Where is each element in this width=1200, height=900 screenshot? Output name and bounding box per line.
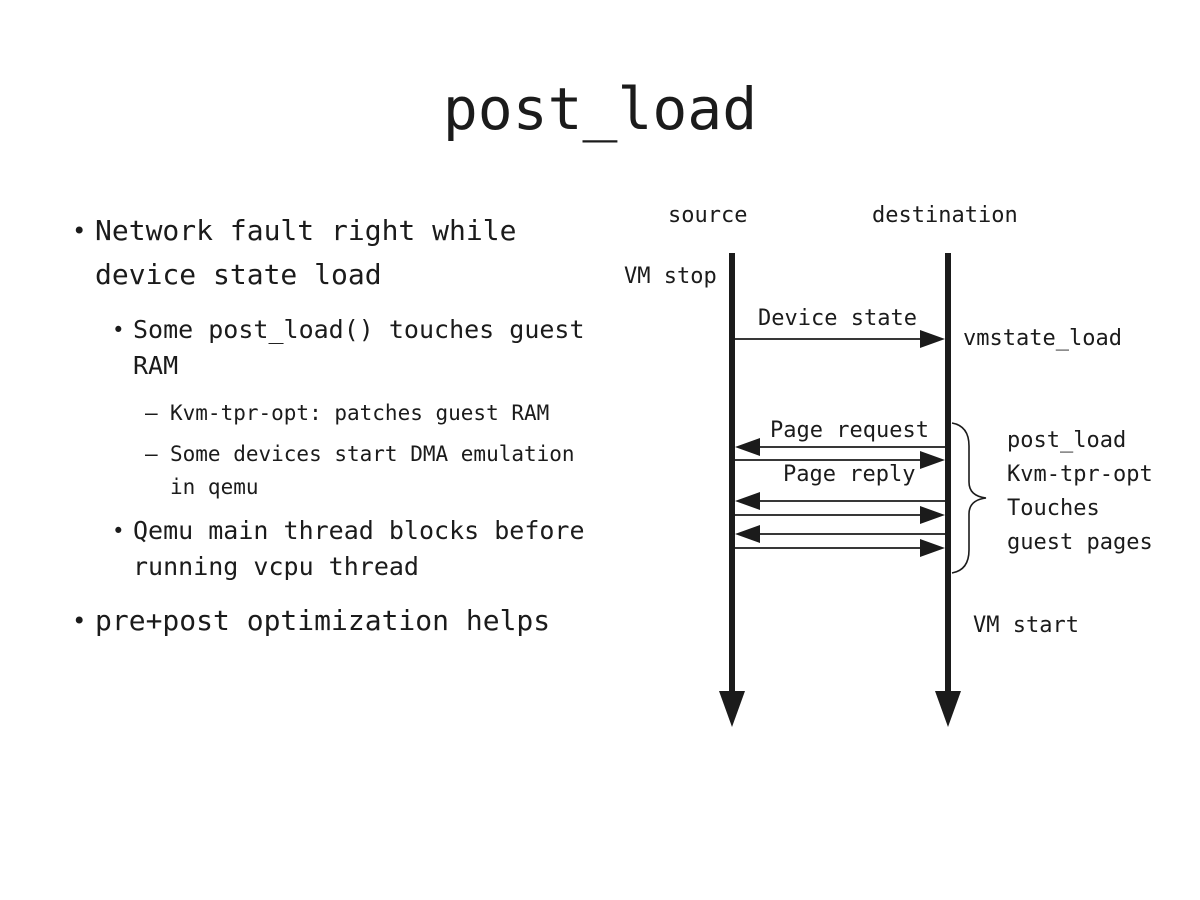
destination-label: destination bbox=[872, 203, 1018, 228]
vmstate-load-label: vmstate_load bbox=[963, 326, 1122, 351]
bullet-dash-icon: – bbox=[145, 442, 158, 466]
page-request-arrow-1 bbox=[735, 438, 945, 456]
destination-lifeline bbox=[935, 253, 961, 727]
brace-annotation-line: post_load bbox=[1007, 428, 1127, 453]
page-reply-arrow-1 bbox=[735, 451, 945, 469]
bullet-text: Some devices start DMA emulation in qemu bbox=[170, 442, 575, 499]
vm-stop-label: VM stop bbox=[624, 264, 717, 289]
page-request-arrow-2 bbox=[735, 492, 945, 510]
brace-annotation-line: guest pages bbox=[1007, 530, 1153, 555]
bullet-disc-icon: • bbox=[112, 519, 125, 543]
page-reply-label: Page reply bbox=[783, 462, 916, 487]
page-reply-arrow-2 bbox=[735, 506, 945, 524]
device-state-arrow bbox=[735, 330, 945, 348]
bullet-item: • Some post_load() touches guest RAM bbox=[60, 312, 600, 384]
bullet-disc-icon: • bbox=[112, 318, 125, 342]
bullet-disc-icon: • bbox=[72, 607, 87, 635]
source-lifeline bbox=[719, 253, 745, 727]
brace bbox=[951, 422, 987, 574]
sequence-diagram bbox=[719, 253, 987, 727]
bullet-item: • Qemu main thread blocks before running… bbox=[60, 513, 600, 585]
bullet-item: – Some devices start DMA emulation in qe… bbox=[60, 438, 600, 504]
brace-annotation-line: Kvm-tpr-opt bbox=[1007, 462, 1153, 487]
bullet-item: • Network fault right while device state… bbox=[60, 209, 600, 297]
bullet-text: Kvm-tpr-opt: patches guest RAM bbox=[170, 401, 550, 425]
bullet-item: • pre+post optimization helps bbox=[60, 599, 600, 643]
bullet-list: • Network fault right while device state… bbox=[60, 209, 600, 643]
bullet-text: Qemu main thread blocks before running v… bbox=[133, 516, 585, 581]
page-request-arrow-3 bbox=[735, 525, 945, 543]
device-state-label: Device state bbox=[758, 306, 917, 331]
bullet-text: Some post_load() touches guest RAM bbox=[133, 315, 585, 380]
bullet-disc-icon: • bbox=[72, 217, 87, 245]
page-request-label: Page request bbox=[770, 418, 929, 443]
bullet-text: Network fault right while device state l… bbox=[95, 214, 517, 291]
bullet-text: pre+post optimization helps bbox=[95, 604, 551, 637]
page-reply-arrow-3 bbox=[735, 539, 945, 557]
slide-title: post_load bbox=[442, 75, 758, 143]
brace-annotation-line: Touches bbox=[1007, 496, 1100, 521]
bullet-dash-icon: – bbox=[145, 401, 158, 425]
vm-start-label: VM start bbox=[973, 613, 1079, 638]
source-label: source bbox=[668, 203, 748, 228]
brace-annotation: post_load Kvm-tpr-opt Touches guest page… bbox=[1007, 424, 1153, 560]
bullet-item: – Kvm-tpr-opt: patches guest RAM bbox=[60, 397, 600, 430]
